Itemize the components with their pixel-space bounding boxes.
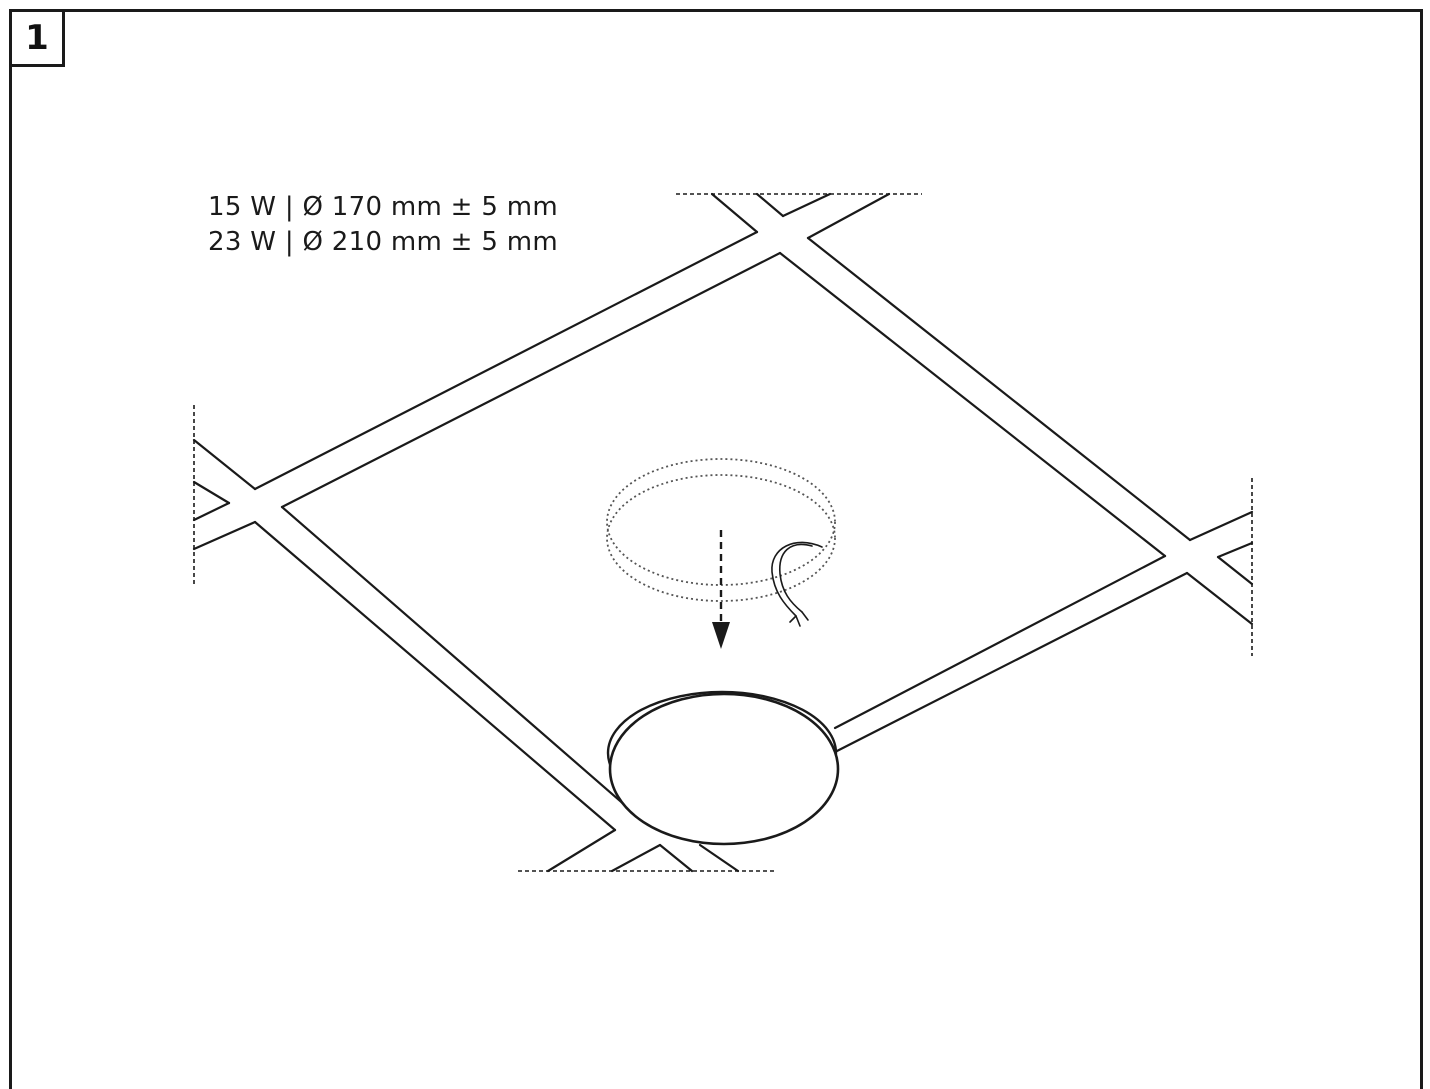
grid-rail-bottom-left-inner bbox=[280, 505, 644, 822]
grid-rail-top-left-lower bbox=[280, 251, 782, 509]
ceiling-grid bbox=[192, 192, 1254, 873]
step-number-badge: 1 bbox=[9, 9, 65, 67]
spec-line-23w: 23 W | Ø 210 mm ± 5 mm bbox=[208, 227, 558, 257]
down-arrow-icon bbox=[712, 530, 730, 649]
diagram-frame bbox=[9, 9, 1423, 1089]
grid-break-lines bbox=[193, 193, 1253, 872]
grid-rail-top-right-inner bbox=[778, 251, 1167, 558]
grid-rail-bottom-right-lower bbox=[833, 571, 1189, 754]
grid-rail-bottom-right-upper bbox=[833, 554, 1167, 730]
grid-rail-top-left-upper bbox=[253, 230, 759, 491]
spec-line-15w: 15 W | Ø 170 mm ± 5 mm bbox=[208, 192, 558, 222]
grid-rail-top-right-outer bbox=[806, 236, 1192, 542]
step-number: 1 bbox=[25, 18, 49, 58]
grid-rail-bottom-left-outer bbox=[253, 520, 617, 832]
cable-icon bbox=[771, 541, 823, 627]
round-ceiling-lamp-icon bbox=[606, 690, 840, 846]
